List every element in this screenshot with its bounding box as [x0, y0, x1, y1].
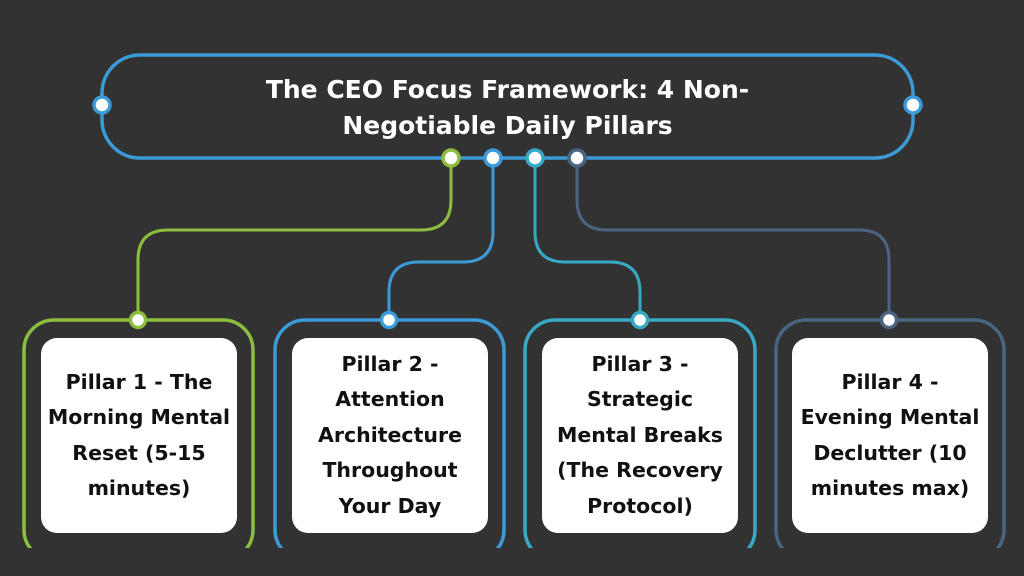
pillar-4-card: Pillar 4 - Evening Mental Declutter (10 …: [792, 338, 988, 533]
pillar-3-node: [630, 310, 650, 330]
title-line-2: Negotiable Daily Pillars: [342, 111, 673, 140]
connector-pillar-1: [136, 158, 453, 320]
pillar-1-card: Pillar 1 - The Morning Mental Reset (5-1…: [41, 338, 237, 533]
title-node-pillar-3: [525, 148, 545, 168]
title-line-1: The CEO Focus Framework: 4 Non-: [265, 75, 750, 104]
connector-pillar-4: [575, 158, 891, 320]
pillar-2-card: Pillar 2 - Attention Architecture Throug…: [292, 338, 488, 533]
title-node-pillar-2: [483, 148, 503, 168]
pillar-3-label: Pillar 3 - Strategic Mental Breaks (The …: [556, 351, 723, 518]
pillar-4-label: Pillar 4 - Evening Mental Declutter (10 …: [800, 369, 980, 501]
pillar-1-label: Pillar 1 - The Morning Mental Reset (5-1…: [47, 369, 231, 501]
pillar-3-card: Pillar 3 - Strategic Mental Breaks (The …: [542, 338, 738, 533]
pillar-1-node: [128, 310, 148, 330]
connector-pillar-2: [387, 158, 495, 320]
connector-pillar-3: [533, 158, 642, 320]
pillar-2-label: Pillar 2 - Attention Architecture Throug…: [317, 351, 462, 518]
title-node-pillar-1: [441, 148, 461, 168]
pillar-2-node: [379, 310, 399, 330]
title-node-pillar-4: [567, 148, 587, 168]
title-node-right: [903, 95, 923, 115]
title-node-left: [92, 95, 112, 115]
pillar-4-node: [879, 310, 899, 330]
diagram-title: The CEO Focus Framework: 4 Non- Negotiab…: [140, 66, 875, 150]
